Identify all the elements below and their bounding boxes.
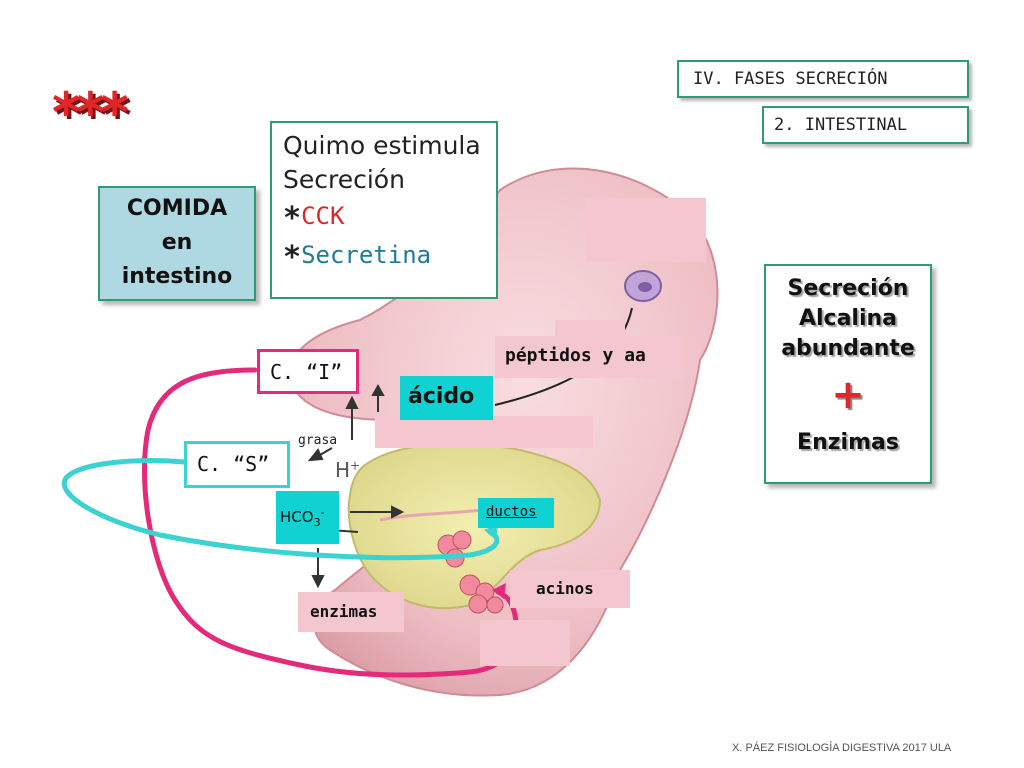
- hco3-label: HCO3-: [276, 491, 339, 544]
- cck-row: *CCK: [283, 201, 496, 236]
- secrecion-line1: Secreción: [787, 276, 909, 301]
- quimo-line1: Quimo estimula: [283, 131, 481, 160]
- ductos-label: ductos: [478, 498, 554, 528]
- quimo-line2: Secreción: [283, 165, 405, 194]
- acinos-label: acinos: [510, 570, 630, 608]
- section-tag-intestinal: 2. INTESTINAL: [762, 106, 969, 144]
- comida-line3: intestino: [121, 264, 233, 289]
- hco3-base: HCO: [280, 508, 314, 526]
- peptidos-label: péptidos y aa: [495, 336, 684, 378]
- secrecion-line3: abundante: [781, 336, 915, 361]
- celula-i-label: C. “I”: [257, 349, 359, 394]
- comida-box: COMIDA en intestino: [98, 186, 256, 301]
- section-tag-fases: IV. FASES SECRECIÓN: [677, 60, 969, 98]
- acido-label: ácido: [400, 376, 493, 420]
- secretin-arrowhead: [484, 524, 498, 540]
- comida-line2: en: [161, 230, 193, 255]
- secrecion-box: Secreción Alcalina abundante + Enzimas: [764, 264, 932, 484]
- secrecion-enzimas: Enzimas: [797, 430, 899, 455]
- stars-mark: ***: [52, 81, 129, 144]
- secretin-pathway-curve: [61, 458, 500, 561]
- comida-line1: COMIDA: [126, 196, 228, 221]
- flow-arrows: [307, 383, 405, 589]
- cck-arrowhead: [492, 583, 506, 599]
- enzimas-label: enzimas: [298, 592, 404, 632]
- celula-s-label: C. “S”: [184, 441, 290, 488]
- secretina-label: Secretina: [301, 241, 432, 269]
- footer-credit: X. PÁEZ FISIOLOGÍA DIGESTIVA 2017 ULA: [732, 742, 952, 754]
- blank-label-top: [586, 198, 706, 262]
- cck-bullet: *: [283, 201, 302, 236]
- grasa-label: grasa: [298, 433, 338, 448]
- plus-sign: +: [831, 372, 865, 418]
- secretina-row: *Secretina: [283, 240, 496, 275]
- h-plus-charge: +: [350, 458, 361, 473]
- h-plus-label: H+: [335, 458, 360, 482]
- blank-label-bottom: [480, 620, 570, 666]
- quimo-box: Quimo estimula Secreción *CCK *Secretina: [270, 121, 498, 299]
- secrecion-line2: Alcalina: [798, 306, 898, 331]
- blank-label-small: [555, 320, 625, 338]
- pancreas-shape: [347, 442, 602, 610]
- blank-label-middle: [375, 416, 593, 448]
- cck-label: CCK: [301, 202, 345, 230]
- hco3-charge: -: [320, 506, 325, 519]
- h-plus-base: H: [335, 458, 351, 482]
- hco3-subscript: 3: [313, 516, 321, 529]
- secretina-bullet: *: [283, 240, 302, 275]
